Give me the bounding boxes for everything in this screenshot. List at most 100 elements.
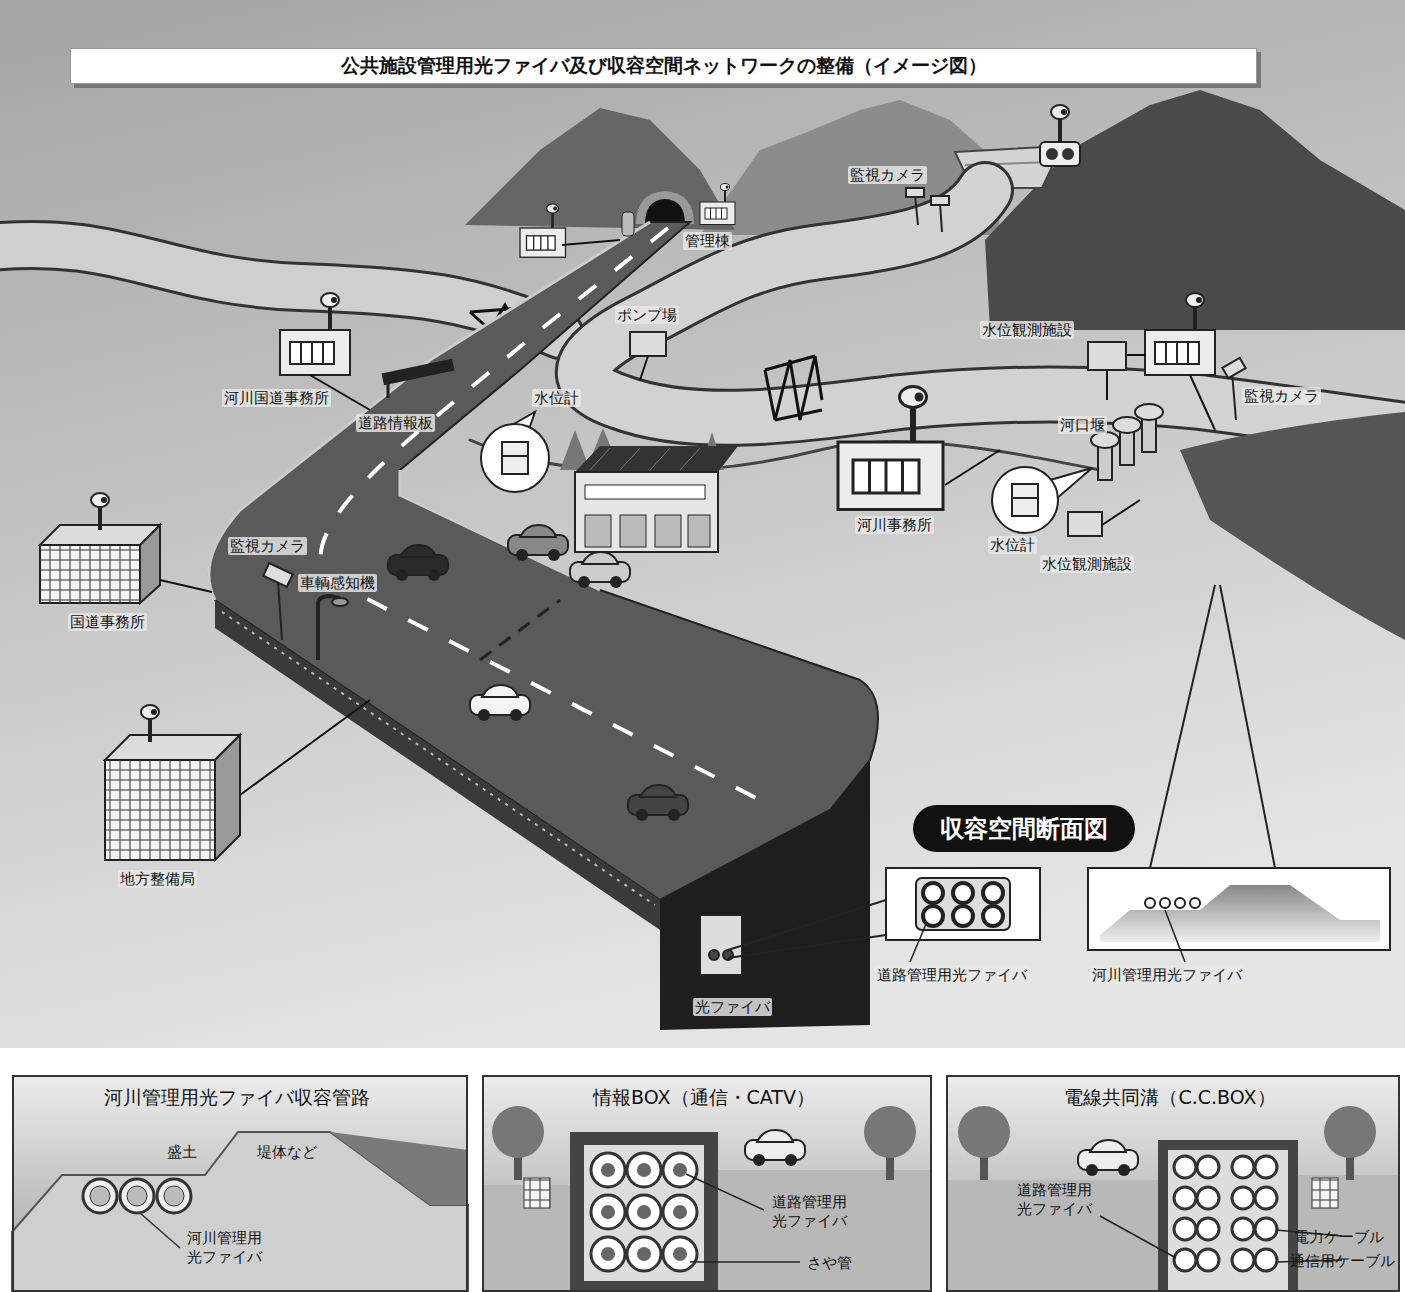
cross-section-panel: 電線共同溝（C.C.BOX） 道路管理用 光ファイバ電力ケーブル通信用ケーブル [946,1075,1400,1292]
river-section-callout-part [1088,868,1390,950]
road-section-callout-part [886,868,1040,940]
callout-label: 水位計 [988,536,1037,554]
network-lines-part [1126,354,1145,356]
offices-part [630,332,666,356]
panel-cc-box-part-part [1232,1249,1254,1271]
rest-area-part [655,515,681,547]
part-label: 通信用ケーブル [1290,1252,1395,1271]
road-section-callout-part [916,878,1010,930]
panel-cc-box-part-part [1255,1218,1277,1240]
river-section-callout-part [1165,910,1185,962]
mountains-part [636,191,694,224]
panel-river-conduit [12,1075,468,1292]
callout-label: 河川国道事務所 [222,389,331,407]
panel-cc-box-part [1168,1150,1288,1290]
panel-info-box-part-part [673,1247,687,1261]
cameras-part [915,195,918,225]
part-label: 電力ケーブル [1294,1228,1384,1247]
mountains-part [1062,148,1074,160]
rest-area [560,428,738,552]
river-part [0,245,560,335]
panel-cc-box-part [1078,1140,1138,1176]
road-part [215,600,660,930]
road-section-callout-part [923,906,943,926]
panel-info-box-part [492,1106,544,1180]
road-section-callout [700,868,1040,975]
panel-cc-box-part-part [1255,1187,1277,1209]
river-section-callout-part [1160,898,1170,908]
road-part [382,359,455,386]
network-lines-part [160,580,212,592]
callout-label: 管理棟 [683,232,732,250]
panel-info-box-part [591,1153,697,1271]
road-section-callout-part [709,950,719,960]
rest-area-part [620,448,640,470]
panel-cc-box-part-part [1232,1218,1254,1240]
panel-info-box-part-part [627,1153,661,1187]
cars-part [628,785,688,821]
panel-info-box-part-part [673,1163,687,1177]
offices-part [141,705,159,742]
rest-area-part [620,515,646,547]
panel-info-box-part-part [663,1195,697,1229]
river-section-callout-part [1100,885,1380,942]
gauge-bubbles-part [1012,484,1038,516]
panel-river-conduit-part [83,1179,117,1213]
title-text: 公共施設管理用光ファイバ及び収容空間ネットワークの整備（イメージ図） [341,53,987,79]
panel-cc-box-part [1312,1178,1338,1208]
road-part [321,228,760,800]
bridges-part [775,410,822,420]
part-label: 堤体など [257,1143,317,1162]
panel-river-conduit-part [127,1186,147,1206]
panel-info-box-part [601,1163,687,1261]
road [209,222,878,1030]
panel-info-box-part-part [601,1205,615,1219]
river-section-callout [1088,585,1390,962]
offices-part [105,760,215,860]
offices-part [1088,342,1126,370]
part-label: さや管 [807,1254,852,1273]
background-part [0,1048,1405,1292]
mountains-part [465,108,735,230]
river-section-callout-part [1190,898,1200,908]
panel-cc-box-part-part [1197,1187,1219,1209]
panel-info-box-part [482,1075,932,1292]
offices-part [838,387,943,510]
network-lines-part [1102,500,1140,525]
callout-label: 河川管理用光ファイバ [1090,966,1244,984]
title-box: 公共施設管理用光ファイバ及び収容空間ネットワークの整備（イメージ図） [70,48,1257,84]
offices-part [140,525,160,603]
panel-info-box-part-part [627,1237,661,1271]
panel-cc-box-part-part [1174,1187,1196,1209]
panel-cc-box-part-part [1232,1187,1254,1209]
cameras-part [1232,372,1236,420]
rest-area-part [590,448,610,470]
weir-part [1113,417,1141,433]
panel-river-conduit-part [164,1186,184,1206]
panel-info-box [482,1075,932,1292]
callout-label: 道路情報板 [356,414,435,432]
panel-info-box-part-part [601,1163,615,1177]
panel-info-box-part-part [637,1205,651,1219]
offices-part [280,293,350,375]
offices-part [700,184,735,225]
panel-info-box-part-part [601,1247,615,1261]
road-section-callout-part [983,906,1003,926]
panel-cc-box-part-part [1174,1249,1196,1271]
panel-river-conduit-part [12,1132,468,1292]
cars [388,525,688,821]
gauge-bubbles-part [502,455,528,457]
gauge-bubbles-part [502,442,528,474]
panel-river-conduit-part [157,1179,191,1213]
panel-info-box-part [745,1130,805,1166]
network-lines-part [640,356,648,380]
part-label: 道路管理用 光ファイバ [1017,1181,1098,1219]
cameras-part [940,203,942,232]
panel-heading: 電線共同溝（C.C.BOX） [945,1085,1395,1109]
road-part [209,222,878,900]
panel-cc-box-part [1324,1106,1376,1180]
panel-info-box-part-part [663,1153,697,1187]
gauge-bubbles [481,412,1092,533]
section-heading: 収容空間断面図 [940,813,1108,845]
